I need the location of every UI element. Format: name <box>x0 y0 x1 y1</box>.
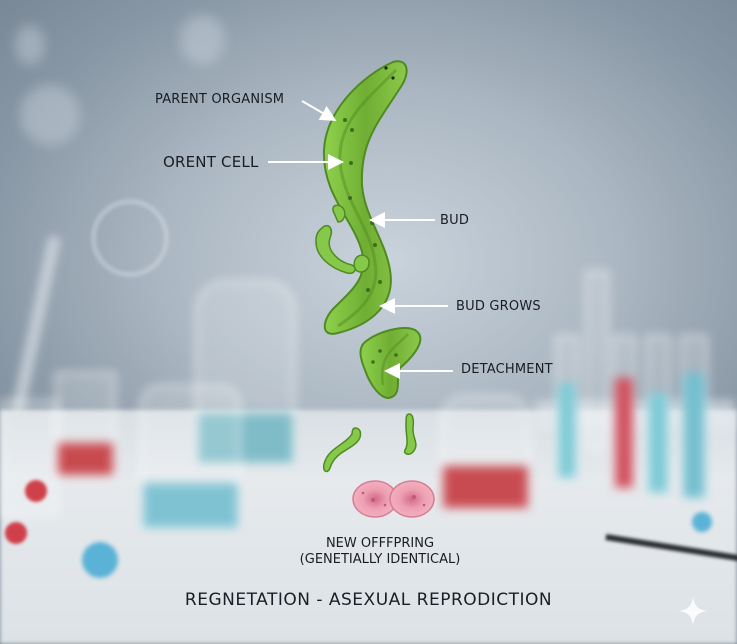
young-hydra <box>405 414 416 454</box>
detaching-bud <box>360 328 420 398</box>
parent-organism <box>324 61 407 334</box>
new-offspring-cell <box>353 481 434 517</box>
young-hydra <box>324 428 361 471</box>
label-detachment: DETACHMENT <box>461 362 553 377</box>
label-bud-grows: BUD GROWS <box>456 299 541 314</box>
diagram-title: REGNETATION - ASEXUAL REPRODICTION <box>0 590 737 610</box>
bud-growing <box>316 226 355 274</box>
offspring-line-1: NEW OFFFPRING <box>280 536 480 552</box>
label-bud: BUD <box>440 213 469 228</box>
bud-small <box>333 205 345 222</box>
sparkle-icon <box>678 596 708 626</box>
label-parent-organism: PARENT ORGANISM <box>155 92 284 107</box>
label-new-offspring: NEW OFFFPRING (GENETIALLY IDENTICAL) <box>280 536 480 568</box>
bud-knob <box>354 255 369 272</box>
offspring-line-2: (GENETIALLY IDENTICAL) <box>280 552 480 568</box>
label-orent-cell: ORENT CELL <box>163 153 259 171</box>
arrow-parent-organism <box>302 101 333 119</box>
